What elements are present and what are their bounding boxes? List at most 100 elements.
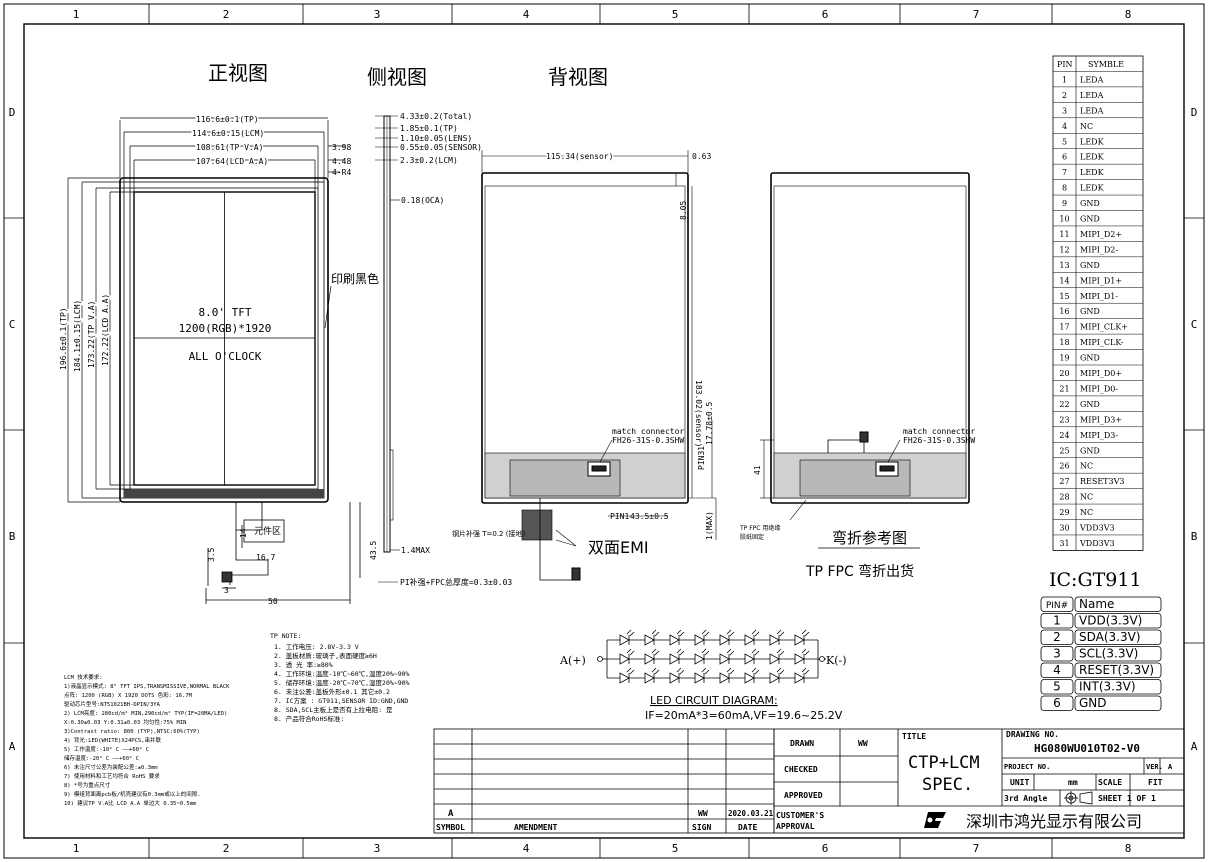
dim-aa-width: 107.64(LCD A.A) xyxy=(196,157,268,166)
col-label-bottom: 6 xyxy=(822,842,829,855)
resolution-label: 1200(RGB)*1920 xyxy=(179,322,272,335)
pin-symbol: MIPI_D3+ xyxy=(1080,415,1122,424)
drawing-no: HG080WU010T02-V0 xyxy=(1034,742,1140,755)
pin-number: 27 xyxy=(1059,477,1069,486)
lcm-note-line: 驱动芯片型号:NT51021BH-DPIN/3YA xyxy=(64,700,161,708)
dim-total-thickness: 4.33±0.2(Total) xyxy=(400,112,472,121)
pin31-label: PIN31 xyxy=(697,446,706,470)
back-view: 115.34(sensor) 0.63 8.05 183.02(sensor) … xyxy=(452,150,717,581)
dim-corner-radius: 4-R4 xyxy=(332,168,351,177)
scale-label: SCALE xyxy=(1098,778,1122,787)
led-spec: IF=20mA*3=60mA,VF=19.6~25.2V xyxy=(645,709,843,722)
scale-value: FIT xyxy=(1148,778,1163,787)
emi-tape xyxy=(521,509,553,541)
pin-symbol: LEDK xyxy=(1080,137,1105,146)
pin-symbol: MIPI_D2+ xyxy=(1080,230,1122,239)
pin-symbol: VDD3V3 xyxy=(1079,539,1115,548)
led-diode-icon xyxy=(769,634,780,646)
pin-number: 19 xyxy=(1059,354,1069,363)
dim-tp-height: 196.6±0.1(TP) xyxy=(59,307,68,370)
lcm-note: LCM 技术要求: 1)液晶显示模式: 8" TFT IPS,TRANSMISS… xyxy=(64,673,230,807)
revision-sign: WW xyxy=(698,809,708,818)
pin-number: 17 xyxy=(1059,323,1069,332)
view-titles: 正视图 侧视图 背视图 xyxy=(208,61,608,89)
ic-pin-number: 6 xyxy=(1053,696,1061,710)
lcm-note-line: 3)Contrast ratio: 800 (TYP),NTSC:60%(TYP… xyxy=(64,729,200,735)
pin-symbol: MIPI_D3- xyxy=(1080,431,1118,440)
panel-size-label: 8.0' TFT xyxy=(199,306,252,319)
customer-approval-1: CUSTOMER'S xyxy=(776,811,824,820)
ic-pin-name: INT(3.3V) xyxy=(1079,680,1136,694)
pin-symbol: MIPI_D0- xyxy=(1080,384,1118,393)
project-no-label: PROJECT NO. xyxy=(1004,763,1050,771)
pin-number: 30 xyxy=(1059,524,1069,533)
lcm-note-line: 9) 模组背面离pcb板/机壳建议有0.3mm或以上的间隙. xyxy=(64,790,201,798)
pin-symbol: GND xyxy=(1080,354,1100,363)
drawing-no-label: DRAWING NO. xyxy=(1006,730,1059,739)
row-label-left: D xyxy=(9,106,16,119)
pin-symbol: LEDK xyxy=(1080,184,1105,193)
dim-fpc-offset: 3.5 xyxy=(207,547,216,562)
company-logo-icon xyxy=(924,812,946,828)
led-diode-icon xyxy=(794,634,805,646)
pin-symbol: NC xyxy=(1080,122,1093,131)
led-diode-icon xyxy=(794,653,805,665)
dim-aa-height: 172.22(LCD A.A) xyxy=(101,294,110,366)
bend-dim: 41 xyxy=(753,465,762,475)
pin-number: 11 xyxy=(1059,230,1069,239)
col-label-top: 8 xyxy=(1125,8,1132,21)
pin-symbol: LEDA xyxy=(1080,91,1104,100)
pin-number: 26 xyxy=(1059,462,1069,471)
pin-number: 12 xyxy=(1059,245,1069,254)
dim-lens-thickness: 1.10±0.05(LENS) xyxy=(400,134,472,143)
pin-symbol: GND xyxy=(1080,446,1100,455)
col-label-bottom: 3 xyxy=(374,842,381,855)
col-label-bottom: 8 xyxy=(1125,842,1132,855)
led-diode-icon xyxy=(719,634,730,646)
tp-note-line: 3. 透 光 率:≥80% xyxy=(274,660,333,669)
led-title: LED CIRCUIT DIAGRAM: xyxy=(650,694,778,707)
row-label-right: A xyxy=(1191,740,1198,753)
ver-label: VER. xyxy=(1146,763,1163,771)
led-diode-icon xyxy=(669,634,680,646)
bend-note-2: 胶纸固定 xyxy=(740,533,764,541)
lcm-note-line: 6) 未注尺寸公差为装配公差:±0.3mm xyxy=(64,763,158,771)
row-label-right: B xyxy=(1191,530,1198,543)
tp-note-line: 2. 盖板材质:玻璃子,表面硬度≥6H xyxy=(274,651,377,660)
led-diode-icon xyxy=(794,672,805,684)
pin-number: 10 xyxy=(1059,215,1069,224)
row-label-left: B xyxy=(9,530,16,543)
pin-number: 31 xyxy=(1059,539,1069,548)
led-diode-icon xyxy=(644,653,655,665)
lcm-note-line: 1)液晶显示模式: 8" TFT IPS,TRANSMISSIVE,NORMAL… xyxy=(64,682,230,690)
row-label-right: D xyxy=(1191,106,1198,119)
tp-note-line: 7. IC方案 : GT911,SENSOR ID:GND,GND xyxy=(274,696,408,705)
side-view-title: 侧视图 xyxy=(367,65,427,89)
back-view-title: 背视图 xyxy=(548,65,608,89)
dim-sensor-width: 115.34(sensor) xyxy=(546,152,613,161)
checked-label: CHECKED xyxy=(784,765,818,774)
col-label-top: 1 xyxy=(73,8,80,21)
led-diode-icon xyxy=(694,672,705,684)
col-label-top: 5 xyxy=(672,8,679,21)
pin-symbol: MIPI_D1- xyxy=(1080,292,1118,301)
dim-right-2: 4.48 xyxy=(332,157,351,166)
pin1-label: PIN1 xyxy=(610,512,629,521)
angle-label: 3rd Angle xyxy=(1004,794,1048,803)
pin-number: 29 xyxy=(1059,508,1069,517)
ic-pin-number: 3 xyxy=(1053,647,1061,661)
pin-symbol: LEDK xyxy=(1080,153,1105,162)
dim-fpc-height: 43.5 xyxy=(369,541,378,560)
dim-fpc-length: 14 xyxy=(239,528,248,538)
tp-note-line: 8. 产品符合RoHS标准: xyxy=(274,714,344,723)
bend-ref-note: TP FPC 弯折出货 xyxy=(805,563,914,580)
pin-number: 4 xyxy=(1062,122,1067,131)
led-diode-icon xyxy=(644,634,655,646)
lcm-note-line: 10) 建议TP V.A比 LCD A.A 单边大 0.35~0.5mm xyxy=(64,799,197,807)
va-outline xyxy=(129,187,319,490)
col-label-top: 7 xyxy=(973,8,980,21)
tp-note-line: 5. 储存环境:温度-20℃~70℃,湿度20%~90% xyxy=(274,678,410,687)
col-label-bottom: 7 xyxy=(973,842,980,855)
